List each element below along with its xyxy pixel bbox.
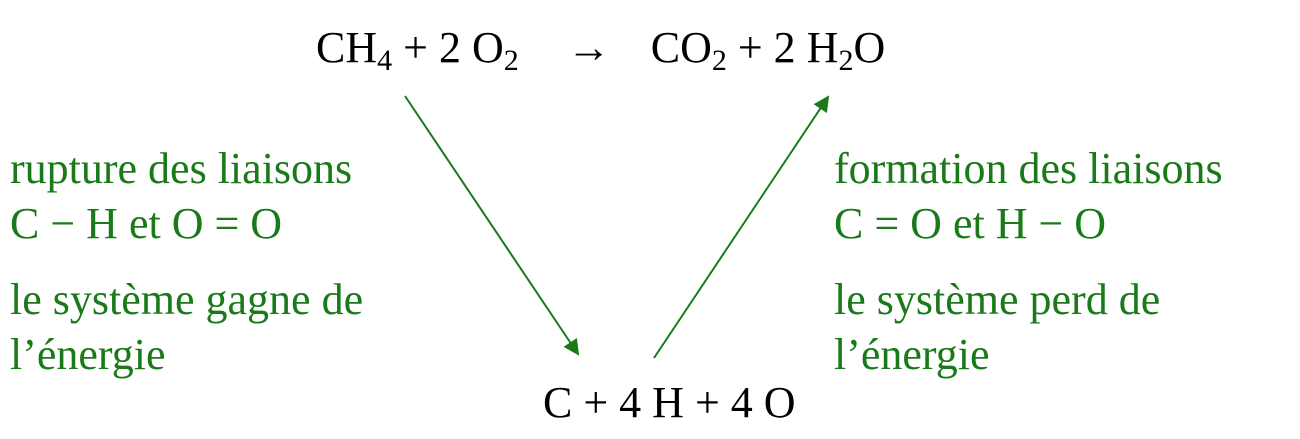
- energy-gain-line-1: le système gagne de: [10, 275, 364, 324]
- energy-loss-line-2: l’énergie: [834, 330, 990, 379]
- product-text: + 2 H: [726, 23, 839, 72]
- product-text: CO: [650, 23, 712, 72]
- product-text: O: [853, 23, 886, 72]
- reactant-subscript: 2: [503, 44, 519, 77]
- bond-breaking-title: rupture des liaisons: [10, 144, 353, 193]
- reactant-subscript: 4: [377, 44, 393, 77]
- free-atoms: C + 4 H + 4 O: [543, 378, 796, 427]
- product-subscript: 2: [838, 44, 854, 77]
- reaction-arrow: →: [566, 23, 611, 72]
- bond-formation-title: formation des liaisons: [834, 144, 1223, 193]
- formed-bonds: C = O et H − O: [834, 199, 1107, 248]
- product-subscript: 2: [711, 44, 727, 77]
- broken-bonds: C − H et O = O: [10, 199, 283, 248]
- reaction-equation: CH4 + 2 O2→CO2 + 2 H2O: [316, 23, 886, 76]
- products: CO2 + 2 H2O: [650, 23, 886, 76]
- energy-gain-line-2: l’énergie: [10, 330, 166, 379]
- bond-breaking-arrow: [404, 95, 580, 356]
- reactant-text: + 2 O: [392, 23, 504, 72]
- reactants: CH4 + 2 O2: [316, 23, 519, 76]
- energy-loss-line-1: le système perd de: [834, 275, 1161, 324]
- bond-formation-arrow: [653, 95, 830, 359]
- reactant-text: CH: [316, 23, 378, 72]
